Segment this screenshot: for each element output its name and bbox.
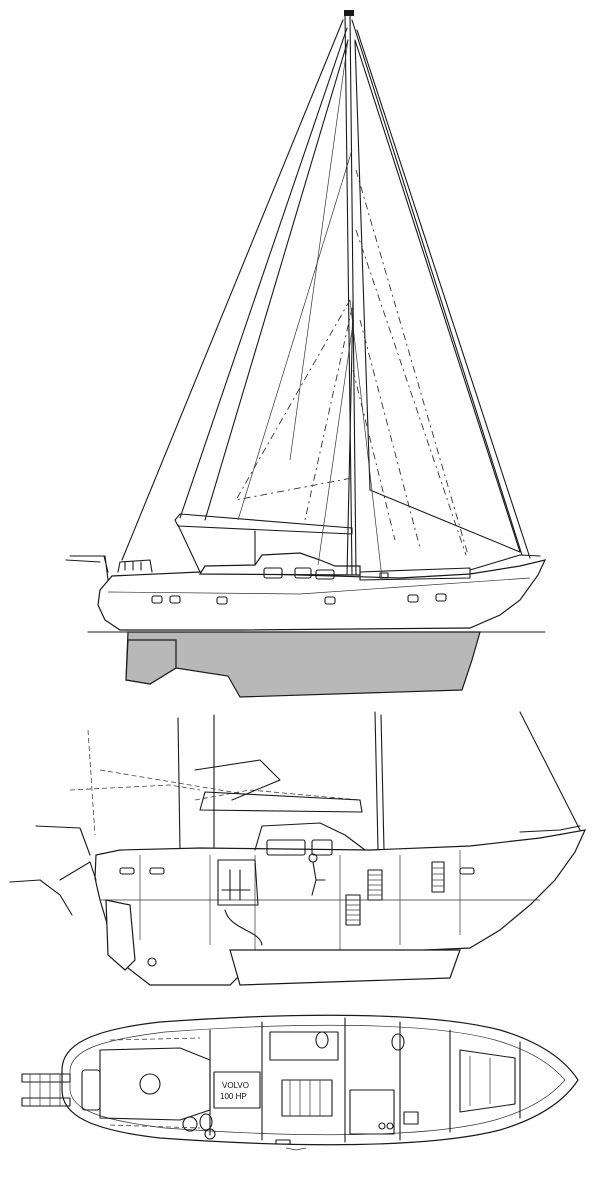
mast-stub	[374, 711, 379, 851]
deckhouse-window	[294, 567, 312, 579]
porthole	[407, 594, 419, 603]
galley-counter	[349, 1089, 395, 1135]
engine-label-line1: VOLVO	[222, 1081, 249, 1090]
backstay	[121, 19, 344, 561]
rudder	[125, 639, 177, 685]
porthole	[151, 595, 163, 604]
main-mast	[349, 13, 357, 576]
inboard-profile	[9, 711, 587, 986]
engine-block	[217, 859, 259, 906]
v-berth	[459, 1049, 516, 1113]
accommodation-plan: VOLVO 100 HP	[21, 1014, 579, 1151]
porthole	[435, 593, 447, 602]
jib	[354, 39, 521, 553]
toilet	[199, 1113, 213, 1131]
rudder-section	[105, 899, 136, 971]
portlight	[379, 572, 389, 579]
sink	[403, 1111, 419, 1125]
stern-ladder	[21, 1073, 71, 1107]
steering-wheel	[139, 1073, 161, 1095]
main-boom	[174, 513, 353, 535]
porthole	[324, 596, 336, 605]
forestay	[351, 19, 523, 556]
saloon-table	[281, 1079, 333, 1117]
helm-seat	[81, 1069, 101, 1111]
louvered-door	[345, 894, 361, 926]
toilet	[315, 1031, 329, 1049]
deckhouse-window	[263, 567, 283, 579]
louvered-door	[431, 861, 445, 893]
keel-section	[229, 949, 461, 986]
mizzen-mast	[346, 299, 354, 576]
deckhouse	[198, 552, 361, 576]
keel	[125, 631, 481, 698]
settee	[269, 1031, 339, 1061]
deckhouse-window	[315, 569, 335, 580]
louvered-door	[367, 869, 383, 901]
sail-plan	[65, 10, 547, 698]
mainsail-leech	[204, 39, 349, 521]
engine-box	[213, 1071, 261, 1109]
engine-label-line2: 100 HP	[220, 1092, 247, 1101]
deckhouse-window	[266, 839, 306, 856]
toilet	[391, 1033, 405, 1051]
porthole	[216, 596, 228, 605]
porthole	[169, 595, 181, 604]
deckhouse-window	[311, 839, 333, 856]
